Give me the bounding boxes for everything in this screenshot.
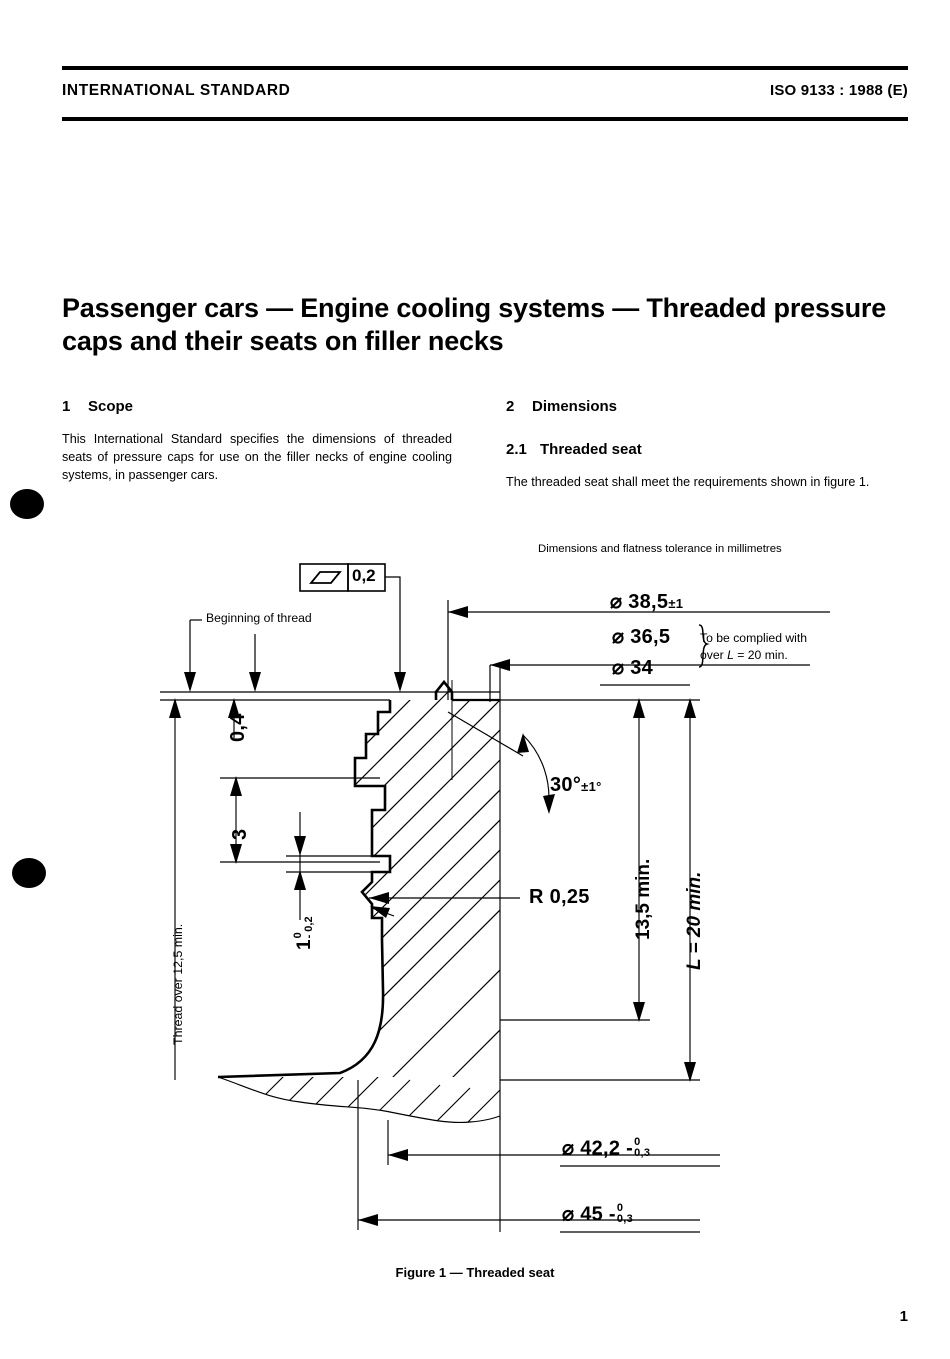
dimension-dia-38-5: ⌀ 38,5±1 <box>610 592 683 612</box>
depth-1-value: 1 <box>294 939 316 950</box>
comply-note-prefix: over <box>700 648 728 663</box>
figure-1: Dimensions and flatness tolerance in mil… <box>0 520 950 1310</box>
clause-title-threaded-seat: Threaded seat <box>540 441 642 458</box>
column-right: 2 Dimensions 2.1 Threaded seat The threade… <box>506 398 896 492</box>
page-title: Passenger cars — Engine cooling systems … <box>62 293 887 357</box>
dimension-angle: 30°±1° <box>550 775 602 795</box>
figure-units-note: Dimensions and flatness tolerance in mil… <box>538 543 782 555</box>
page-number: 1 <box>899 1308 908 1325</box>
figure-caption: Figure 1 — Threaded seat <box>395 1265 555 1280</box>
dimension-depth-3: 3 <box>229 828 251 840</box>
clause-title-dimensions: Dimensions <box>532 398 618 415</box>
binding-hole-mark-bottom <box>12 858 46 888</box>
dia-42-2-value: ⌀ 42,2 - <box>562 1137 634 1160</box>
binding-hole-mark-top <box>10 489 44 519</box>
header-rule-bottom <box>62 117 908 121</box>
dia-45-lower: 0,3 <box>616 1213 634 1226</box>
clause-body-scope: This International Standard specifies th… <box>62 432 452 482</box>
depth-1-tolerance-stack: 0- 0,2 <box>292 916 316 939</box>
clause-heading-dimensions: 2 Dimensions <box>506 398 896 415</box>
threaded-seat-drawing <box>160 563 830 1233</box>
dimension-depth-0-4: 0,4 <box>227 713 249 742</box>
dimension-dia-36-5: ⌀ 36,5 <box>612 626 671 648</box>
comply-note-line-2: over L = 20 min. <box>700 647 807 664</box>
dimension-radius: R 0,25 <box>529 886 590 908</box>
clause-heading-scope: 1 Scope <box>62 398 452 415</box>
clause-heading-threaded-seat: 2.1 Threaded seat <box>506 441 896 458</box>
comply-note-suffix: = 20 min. <box>733 648 788 663</box>
clause-number-dimensions: 2 <box>506 398 515 415</box>
header-standard-number: ISO 9133 : 1988 (E) <box>769 82 908 99</box>
note-to-be-complied-with: To be complied with over L = 20 min. <box>700 630 807 665</box>
dimension-dia-34: ⌀ 34 <box>612 657 654 679</box>
clause-title-scope: Scope <box>88 398 134 415</box>
dia-42-2-lower: 0,3 <box>634 1147 651 1160</box>
depth-1-lower: - 0,2 <box>303 916 316 939</box>
clause-number-threaded-seat: 2.1 <box>506 441 527 458</box>
column-left: 1 Scope This International Standard speci… <box>62 398 452 485</box>
section-outline <box>217 679 454 1079</box>
angle-tolerance: ±1° <box>581 779 602 794</box>
dimension-length-L: L = 20 min. <box>684 871 705 970</box>
dia-45-upper: 0 <box>616 1202 624 1214</box>
flatness-tolerance-value: 0,2 <box>352 566 376 585</box>
dia-38-5-tolerance: ±1 <box>668 596 684 611</box>
dimension-thread-over: Thread over 12,5 min. <box>171 923 185 1045</box>
clause-number-scope: 1 <box>62 398 71 415</box>
comply-note-variable: L <box>727 648 734 663</box>
clause-body-threaded-seat: The threaded seat shall meet the require… <box>506 475 870 489</box>
dia-42-2-upper: 0 <box>634 1136 641 1148</box>
comply-note-line-1: To be complied with <box>700 631 808 645</box>
angle-value: 30° <box>550 774 582 796</box>
header-rule-top <box>62 66 908 70</box>
label-beginning-of-thread: Beginning of thread <box>206 611 312 625</box>
dia-38-5-value: ⌀ 38,5 <box>610 591 669 613</box>
dimension-height-13-5: 13,5 min. <box>633 858 654 940</box>
dia-45-value: ⌀ 45 - <box>562 1203 616 1226</box>
header-left-text: INTERNATIONAL STANDARD <box>62 82 291 99</box>
